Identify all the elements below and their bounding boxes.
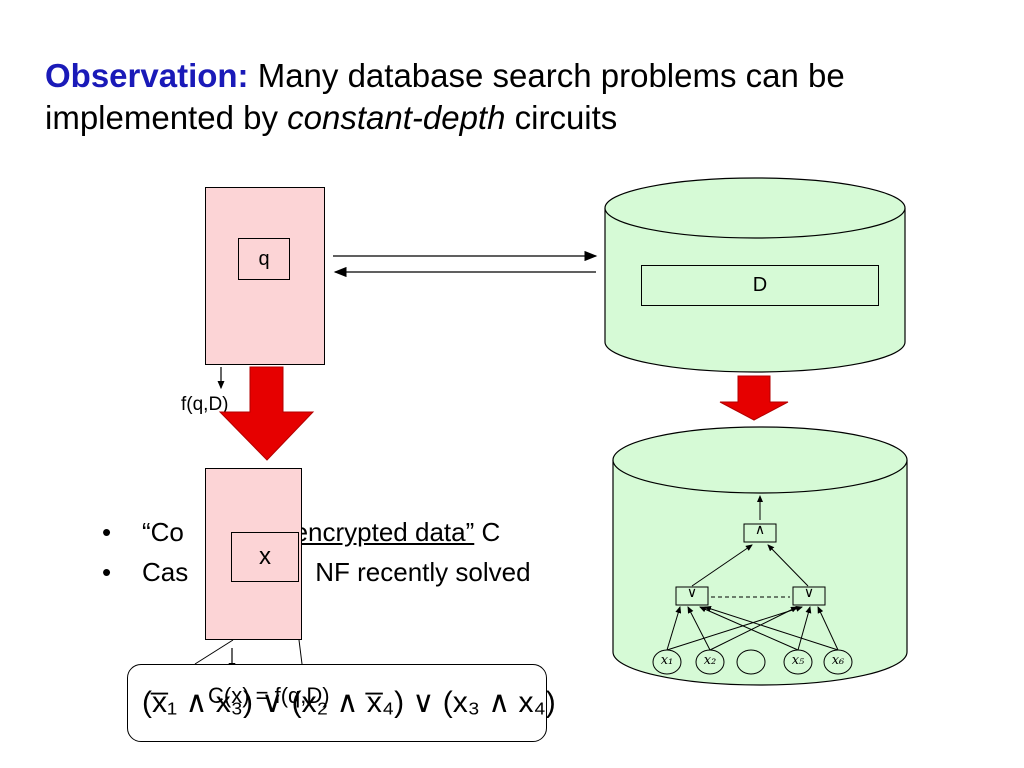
transform-arrow-left — [218, 366, 315, 461]
title-lead: Observation: — [45, 57, 249, 94]
input-node-label: x₂ — [703, 653, 717, 668]
input-node-label: x₆ — [831, 653, 845, 668]
formula-overlay: C(x) = f(q,D) — [208, 683, 330, 708]
x-box: x — [231, 532, 299, 582]
fx-label: f(q,D) — [181, 394, 229, 415]
query-box: q — [238, 238, 290, 280]
bullet-1-underlined: n encrypted data” — [271, 517, 475, 547]
formula-text: (x̅₁ ∧ x₃) ∨ (x₂ ∧ x̅₄) ∨ (x₃ ∧ x₄) — [142, 686, 556, 719]
slide-title: Observation: Many database search proble… — [45, 55, 1005, 139]
bullet-dot: • — [102, 557, 112, 587]
circuit — [652, 495, 853, 675]
database-d-label: D — [752, 274, 768, 296]
formula-callout: C(x) = f(q,D) (x̅₁ ∧ x₃) ∨ (x₂ ∧ x̅₄) ∨ … — [127, 664, 556, 742]
and-gate-symbol: ∧ — [754, 521, 766, 537]
title-part2: circuits — [505, 99, 618, 136]
x-label: x — [259, 543, 271, 570]
bullet-1-pre: “Co — [142, 517, 184, 547]
bullet-2-pre: Cas — [142, 557, 189, 587]
bullet-item: • Cas NF recently solved — [102, 552, 792, 592]
input-node-label: x₅ — [791, 653, 805, 668]
title-part1: Many database search problems can be imp… — [45, 57, 845, 136]
database-cylinder-bottom — [612, 426, 908, 686]
or-gate-symbol: ∨ — [686, 584, 698, 600]
bullet-2-mid: NF recently solved — [315, 557, 531, 587]
callout-line-left — [194, 639, 234, 665]
transform-arrow-right — [719, 375, 789, 421]
or-gate-symbol: ∨ — [803, 584, 815, 600]
title-emphasis: constant-depth — [287, 99, 506, 136]
bullet-1-post: C — [474, 517, 501, 547]
callout-line-right — [298, 639, 303, 665]
query-label: q — [258, 247, 270, 270]
database-d-box: D — [641, 265, 879, 306]
input-node-label: x₁ — [660, 653, 674, 668]
bullet-dot: • — [102, 517, 112, 547]
